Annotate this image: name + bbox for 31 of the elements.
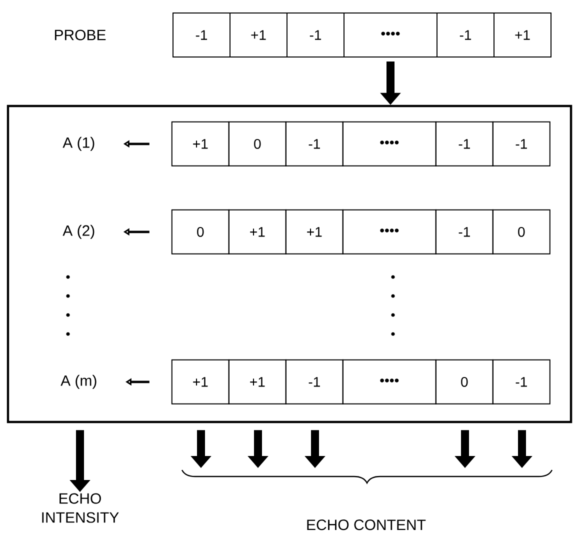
output-label: ECHO INTENSITY [42, 493, 119, 523]
value-cell: -1 [285, 121, 344, 166]
value-cell: +1 [285, 209, 344, 254]
value-cell: -1 [435, 209, 494, 254]
row-label: PROBE [54, 30, 106, 40]
memory-box [6, 104, 572, 424]
value-cell: -1 [172, 12, 230, 58]
row-label: A (1) [62, 136, 94, 151]
row-label: A (2) [62, 224, 94, 239]
value-cell: +1 [171, 121, 230, 166]
output-label: ECHO CONTENT [307, 520, 426, 530]
value-cell: +1 [228, 209, 286, 254]
row-label: A (m) [60, 374, 96, 389]
value-cell: •••• [342, 209, 436, 254]
value-cell: +1 [171, 359, 230, 404]
value-cell: •••• [344, 12, 438, 58]
value-cell: -1 [435, 121, 494, 166]
value-cell: -1 [492, 121, 550, 166]
value-cell: -1 [492, 359, 550, 404]
value-cell: 0 [435, 359, 494, 404]
value-cell: •••• [342, 359, 436, 404]
value-cell: •••• [342, 121, 436, 166]
value-cell: +1 [230, 12, 288, 58]
value-cell: -1 [286, 12, 344, 58]
value-cell: 0 [171, 209, 230, 254]
value-cell: +1 [228, 359, 286, 404]
value-cell: 0 [228, 121, 286, 166]
value-cell: -1 [436, 12, 494, 58]
value-cell: -1 [285, 359, 344, 404]
value-cell: +1 [494, 12, 552, 58]
value-cell: 0 [492, 209, 550, 254]
